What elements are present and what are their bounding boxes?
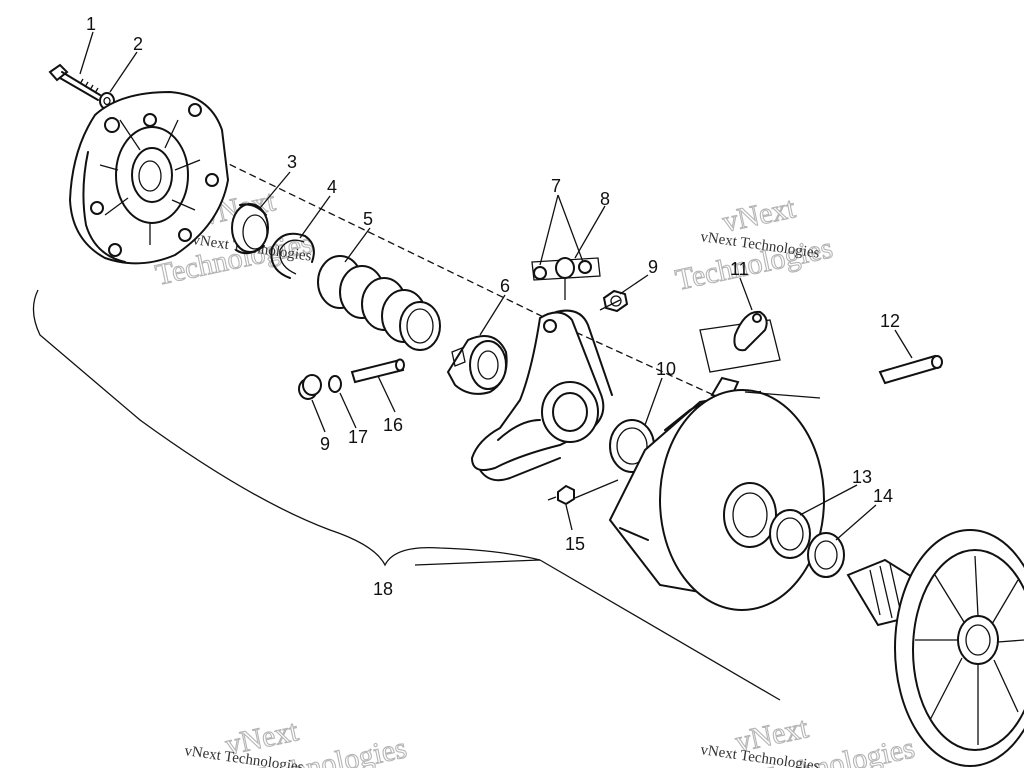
leader-lines [79, 31, 913, 541]
callout-1: 1 [86, 14, 96, 34]
spring-part [317, 255, 441, 351]
watermark-bottom-left: vNext Technologies vNext Technologies [183, 714, 410, 768]
cap-part [298, 374, 322, 400]
spider-arm-part [470, 309, 613, 482]
callout-11: 11 [730, 259, 749, 279]
shaft-pin-part [878, 354, 943, 385]
callout-13: 13 [852, 467, 872, 487]
bushing-part [769, 509, 811, 559]
callout-10: 10 [656, 359, 676, 379]
callout-9-right: 9 [648, 257, 658, 277]
nut-part-right [602, 289, 629, 313]
bracket-line-18-lower [414, 559, 781, 701]
sleeve-ring-part [231, 203, 269, 255]
callout-4: 4 [327, 177, 337, 197]
spacer-part [807, 532, 845, 578]
callout-2: 2 [133, 34, 143, 54]
snap-ring-part [270, 232, 315, 279]
roller-bushing-part [446, 335, 508, 395]
callout-6: 6 [500, 276, 510, 296]
callout-12: 12 [880, 311, 900, 331]
cover-plate [68, 90, 230, 265]
clip-part [699, 310, 781, 373]
small-nut-part [547, 484, 575, 506]
watermark-top-right: vNext Technologies vNext Technologies [672, 191, 836, 298]
callout-15: 15 [565, 534, 585, 554]
movable-sheave [608, 376, 825, 611]
o-ring-part [328, 375, 342, 393]
callout-5: 5 [363, 209, 373, 229]
bolt-part [48, 63, 101, 101]
watermark-bottom-right: vNext Technologies vNext Technologies [699, 711, 918, 768]
callout-7: 7 [551, 176, 561, 196]
pin-part [350, 358, 405, 384]
watermark-big-top: vNext [720, 191, 799, 239]
callout-3: 3 [287, 152, 297, 172]
fixed-sheave [846, 529, 1024, 767]
callout-labels: 1 2 3 4 5 6 7 8 9 11 12 10 13 14 15 16 1… [86, 14, 900, 599]
callout-14: 14 [873, 486, 893, 506]
callout-18: 18 [373, 579, 393, 599]
callout-8: 8 [600, 189, 610, 209]
callout-16: 16 [383, 415, 403, 435]
callout-9-left: 9 [320, 434, 330, 454]
callout-17: 17 [348, 427, 368, 447]
assembly-brace-18 [32, 289, 541, 567]
roller-washer-set [531, 257, 601, 300]
